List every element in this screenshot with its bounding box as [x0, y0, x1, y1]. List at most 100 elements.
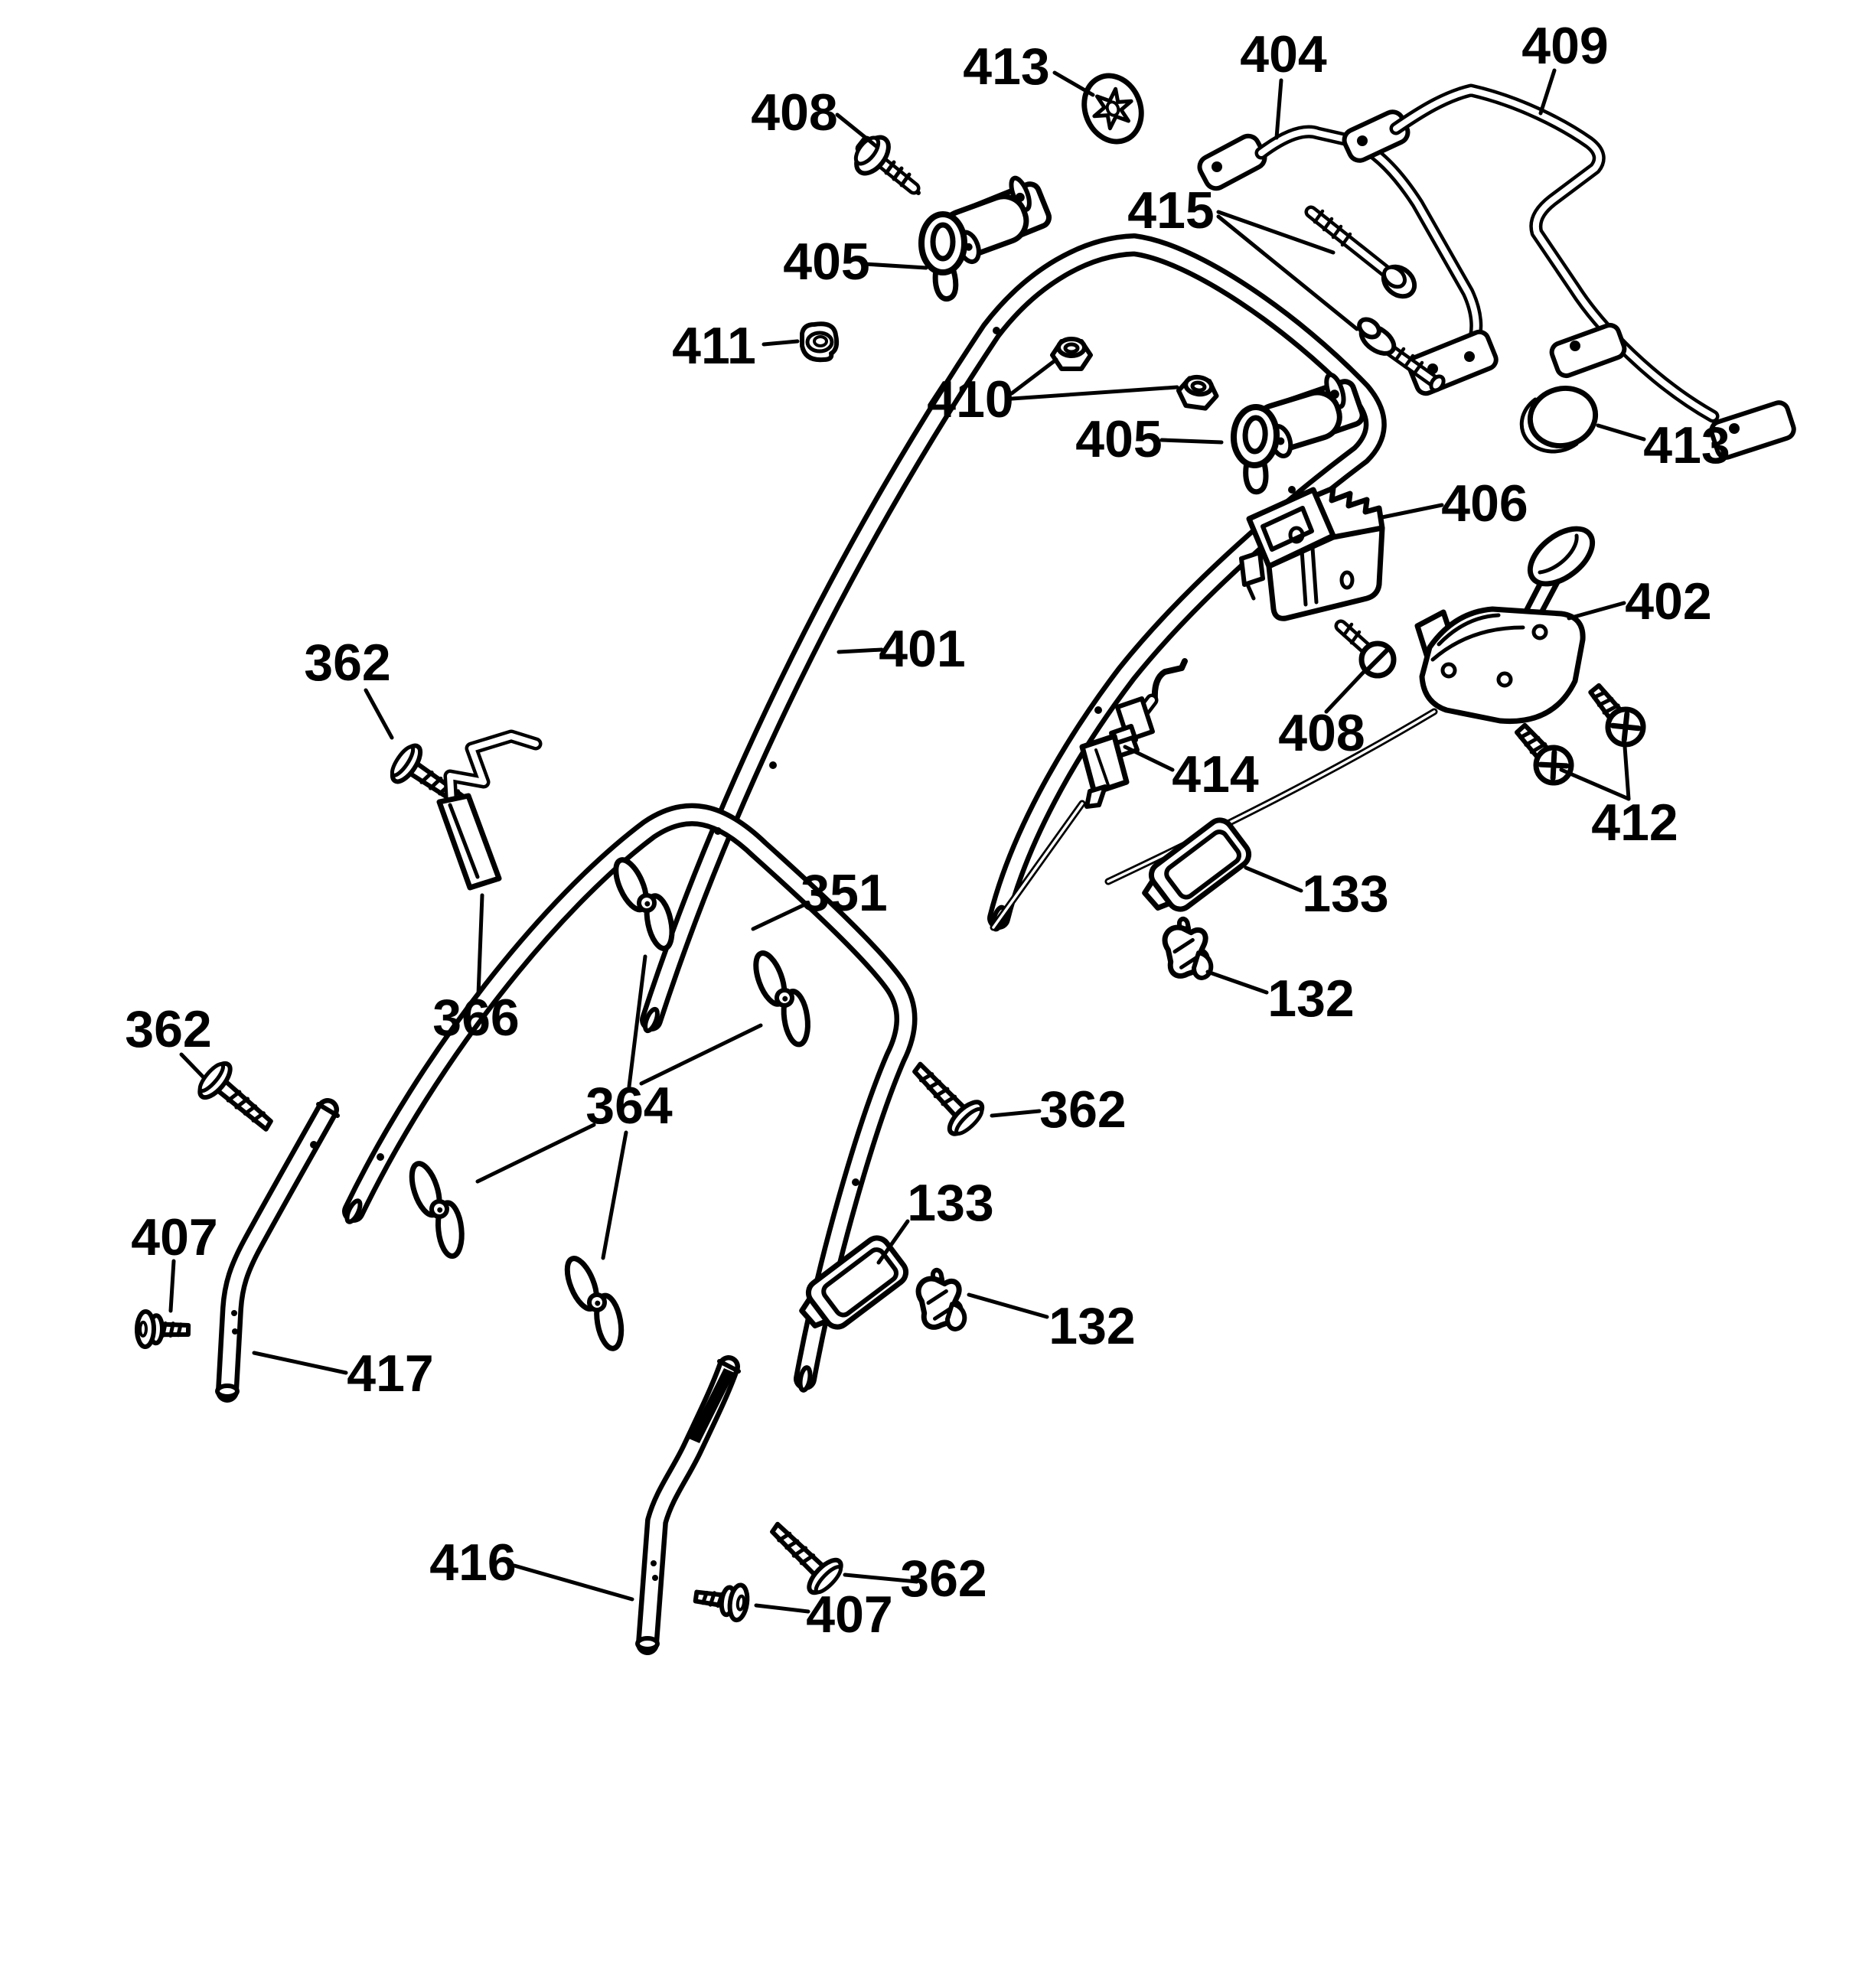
- callout-label-405-2: 405: [1075, 410, 1162, 468]
- part-410-nut-2: [1176, 375, 1218, 410]
- leader-line-132-2: [967, 1292, 1049, 1319]
- leader-line-364: [639, 1023, 763, 1086]
- part-364-clip-4: [548, 1251, 640, 1354]
- part-132-clip-2: [915, 1266, 967, 1335]
- leader-line-362-2: [179, 1052, 206, 1080]
- callout-label-406: 406: [1441, 474, 1528, 533]
- callout-label-409: 409: [1521, 17, 1608, 75]
- part-404-handle-rod: [1197, 125, 1499, 396]
- part-412-screw-2: [1508, 717, 1578, 790]
- leader-line-415: [1216, 214, 1359, 331]
- leader-line-366: [476, 893, 484, 997]
- part-133-pad-1: [1136, 816, 1254, 923]
- part-406-switch-bracket: [1239, 485, 1385, 621]
- callout-label-411: 411: [672, 317, 756, 375]
- part-362-screw-3: [902, 1053, 988, 1139]
- leader-line-362-1: [364, 688, 394, 740]
- leader-line-413-1: [1052, 70, 1095, 97]
- part-366-cable-guide: [436, 729, 543, 891]
- leader-line-415: [1216, 210, 1336, 255]
- leader-line-133-2: [876, 1219, 910, 1265]
- leader-line-407-2: [754, 1603, 810, 1614]
- leader-line-364: [601, 1130, 628, 1260]
- tube-insert-hatch: [689, 1368, 735, 1443]
- part-408-screw-top: [853, 135, 921, 195]
- part-414-control-cable: [990, 658, 1188, 931]
- leader-line-362-4: [843, 1572, 919, 1584]
- leader-line-405-1: [863, 262, 928, 270]
- callout-label-407-2: 407: [806, 1586, 892, 1644]
- part-133-pad-2: [793, 1234, 911, 1341]
- callout-label-362-4: 362: [900, 1550, 987, 1608]
- callout-label-412: 412: [1591, 794, 1678, 852]
- leader-line-410: [1009, 385, 1179, 401]
- leader-line-414: [1123, 745, 1175, 772]
- callout-label-132-2: 132: [1049, 1297, 1135, 1355]
- leader-line-408-1: [835, 112, 879, 149]
- callout-label-401: 401: [879, 620, 965, 678]
- part-364-clip-2: [734, 946, 828, 1051]
- leader-line-412: [1559, 767, 1631, 801]
- leader-line-411: [762, 339, 800, 347]
- callout-label-414: 414: [1172, 745, 1259, 803]
- callout-label-410: 410: [927, 370, 1013, 429]
- part-413-cap: [1519, 386, 1599, 454]
- callout-label-351: 351: [801, 864, 887, 922]
- callout-label-366: 366: [432, 989, 519, 1047]
- callout-label-362-3: 362: [1039, 1080, 1126, 1139]
- callout-label-362-1: 362: [304, 634, 390, 692]
- part-416-handle-tube-rh: [635, 1355, 741, 1655]
- callout-label-408-1: 408: [751, 83, 837, 142]
- part-413-star-washer: [1081, 73, 1144, 145]
- leader-line-409: [1538, 68, 1557, 116]
- callout-label-416: 416: [429, 1533, 516, 1592]
- leader-line-402: [1567, 601, 1626, 621]
- part-417-handle-tube-lh: [215, 1098, 340, 1403]
- callout-label-405-1: 405: [783, 233, 869, 291]
- throttle-cable: [1104, 708, 1438, 885]
- callout-label-413-1: 413: [963, 37, 1049, 96]
- leader-line-410: [1009, 357, 1058, 396]
- part-409-handle-rod: [1342, 83, 1796, 460]
- leader-line-132-1: [1205, 970, 1269, 995]
- leader-line-413-2: [1596, 423, 1646, 442]
- part-408-screw-lower: [1334, 619, 1397, 679]
- part-402-throttle-control: [1414, 526, 1596, 725]
- leader-line-416: [512, 1563, 634, 1602]
- leader-line-364: [627, 954, 647, 1089]
- callout-label-132-1: 132: [1267, 970, 1354, 1028]
- throttle-cable-core: [1107, 710, 1436, 883]
- part-415-bolt-2: [1357, 317, 1446, 393]
- leader-line-417: [252, 1351, 348, 1375]
- callout-label-364: 364: [585, 1077, 673, 1135]
- callout-label-415: 415: [1127, 181, 1214, 240]
- callout-label-133-1: 133: [1302, 865, 1388, 923]
- callout-label-404: 404: [1240, 25, 1327, 83]
- leader-line-351: [751, 901, 810, 931]
- leader-line-412: [1622, 734, 1631, 801]
- leader-line-405-2: [1159, 438, 1224, 445]
- leader-line-362-3: [990, 1109, 1042, 1118]
- callout-label-402: 402: [1625, 572, 1711, 631]
- callout-label-133-2: 133: [907, 1174, 993, 1232]
- leader-line-406: [1380, 503, 1444, 520]
- leader-line-133-1: [1244, 865, 1303, 893]
- part-351-lower-handle: [342, 803, 918, 1393]
- callout-label-362-2: 362: [125, 1000, 211, 1058]
- leader-line-401: [837, 647, 884, 654]
- part-132-clip-1: [1161, 915, 1214, 984]
- part-412-screw-1: [1581, 678, 1650, 752]
- part-364-clip-3: [387, 1155, 484, 1263]
- leader-line-408-2: [1324, 670, 1366, 714]
- callout-label-417: 417: [347, 1344, 433, 1403]
- part-411-nut: [800, 321, 840, 363]
- leader-line-364: [475, 1123, 596, 1184]
- part-407-bolt-1: [137, 1312, 189, 1348]
- leader-line-404: [1274, 78, 1283, 140]
- part-415-bolt-1: [1304, 205, 1417, 299]
- part-362-screw-2: [194, 1058, 282, 1142]
- callout-label-408-2: 408: [1278, 704, 1365, 762]
- callout-label-407-1: 407: [131, 1208, 217, 1266]
